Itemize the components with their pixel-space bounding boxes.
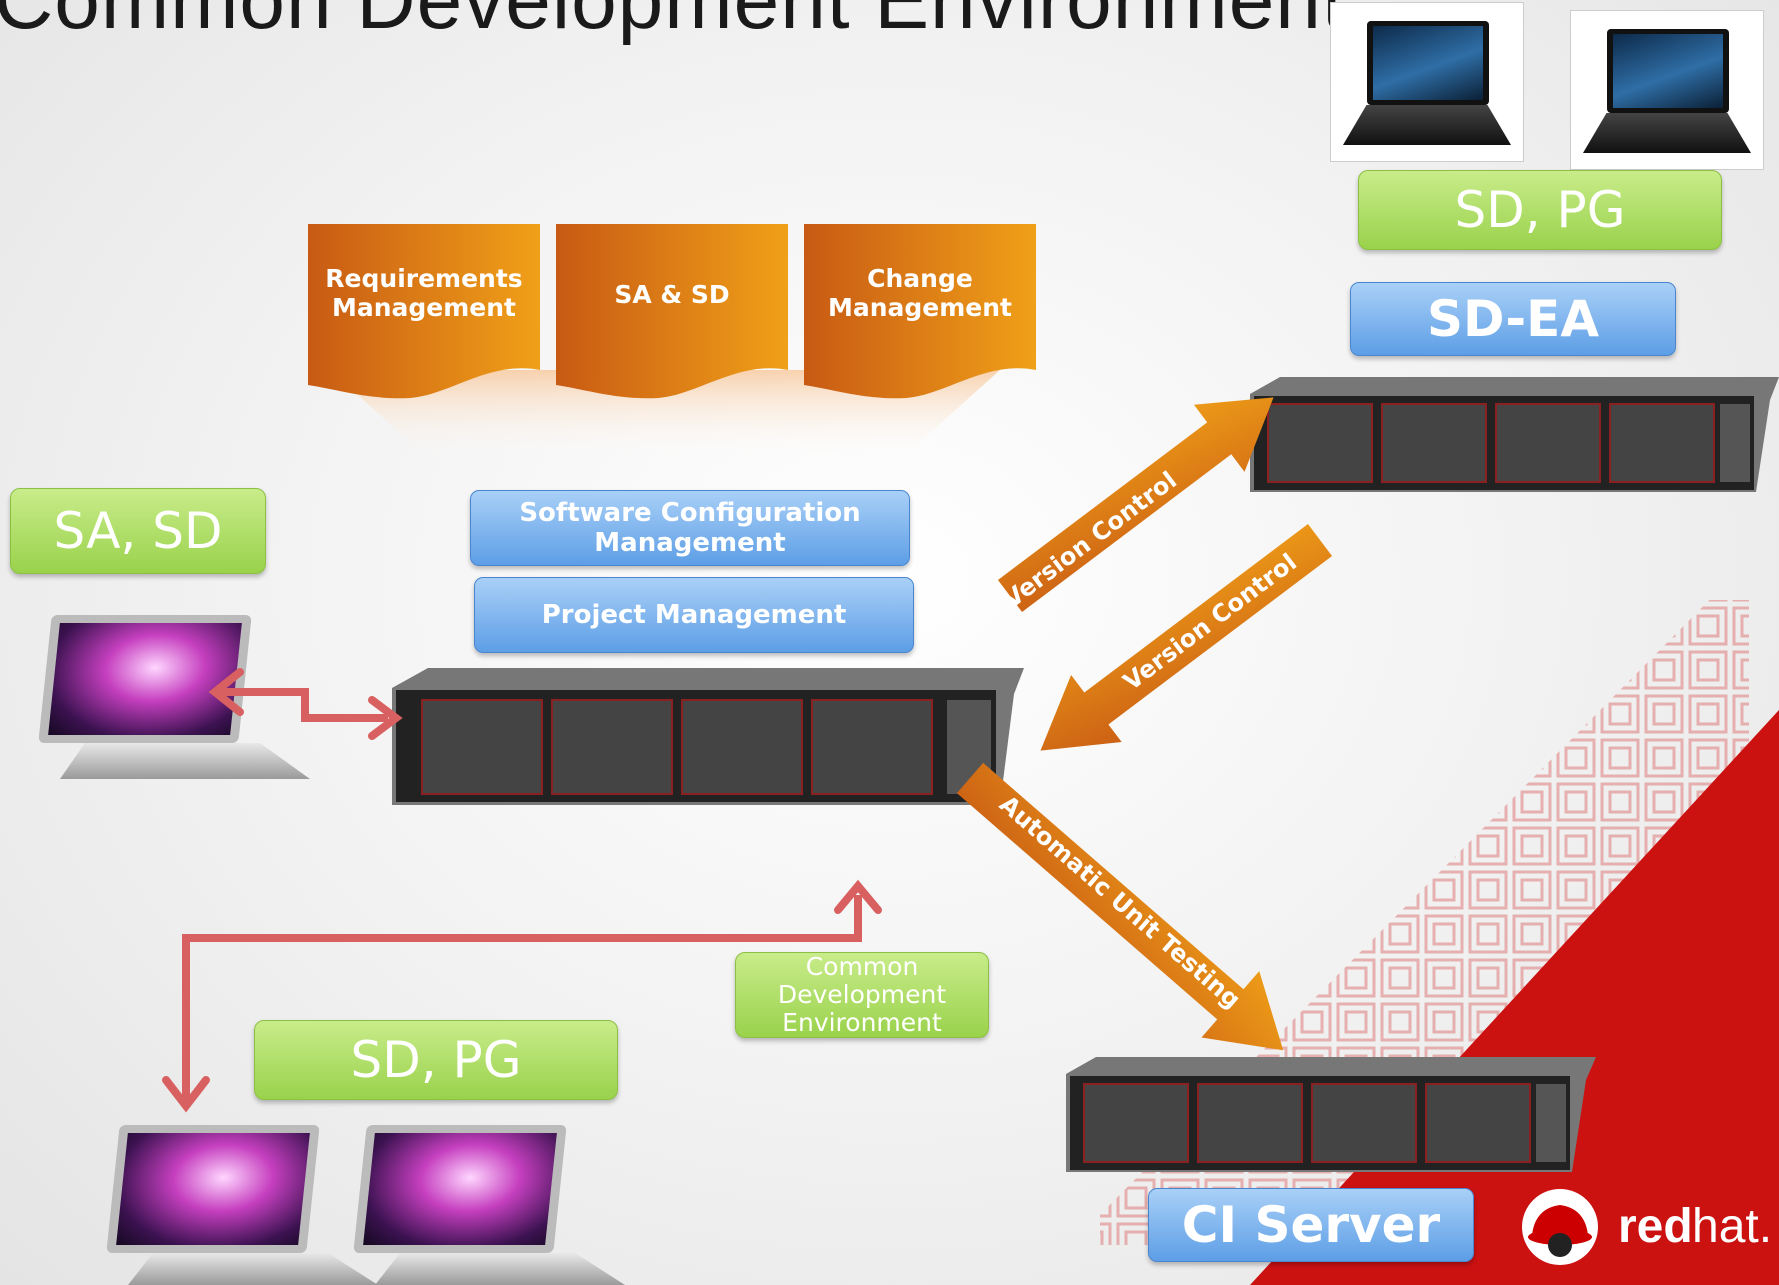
- redhat-word-light: hat.: [1692, 1200, 1773, 1253]
- server-icon: [1250, 377, 1779, 492]
- laptop-icon: [38, 615, 310, 780]
- ci-server-label: CI Server: [1148, 1188, 1474, 1262]
- document-sa-sd: SA & SD: [614, 280, 730, 309]
- role-label-sd-ea: SD-EA: [1350, 282, 1676, 356]
- laptop-icon: [1330, 2, 1524, 162]
- laptop-icon: [1570, 10, 1764, 170]
- scm-box: Software Configuration Management: [470, 490, 910, 566]
- laptop-icon: [106, 1125, 378, 1285]
- cde-label: Common Development Environment: [735, 952, 989, 1038]
- role-label-sd-pg-bottom: SD, PG: [254, 1020, 618, 1100]
- document-requirements: Requirements Management: [325, 264, 523, 322]
- redhat-logo: red hat.: [1520, 1185, 1775, 1273]
- slide-title: Common Development Environment: [0, 0, 1346, 46]
- role-label-sd-pg: SD, PG: [1358, 170, 1722, 250]
- redhat-hat-icon: [1522, 1189, 1598, 1265]
- redhat-word-bold: red: [1618, 1200, 1693, 1253]
- document-change: Change Management: [827, 264, 1013, 322]
- server-icon: [1066, 1057, 1596, 1172]
- laptop-icon: [353, 1125, 625, 1285]
- server-icon: [392, 668, 1024, 805]
- project-management-box: Project Management: [474, 577, 914, 653]
- documents-shapes: [308, 224, 1036, 460]
- role-label-sa-sd: SA, SD: [10, 488, 266, 574]
